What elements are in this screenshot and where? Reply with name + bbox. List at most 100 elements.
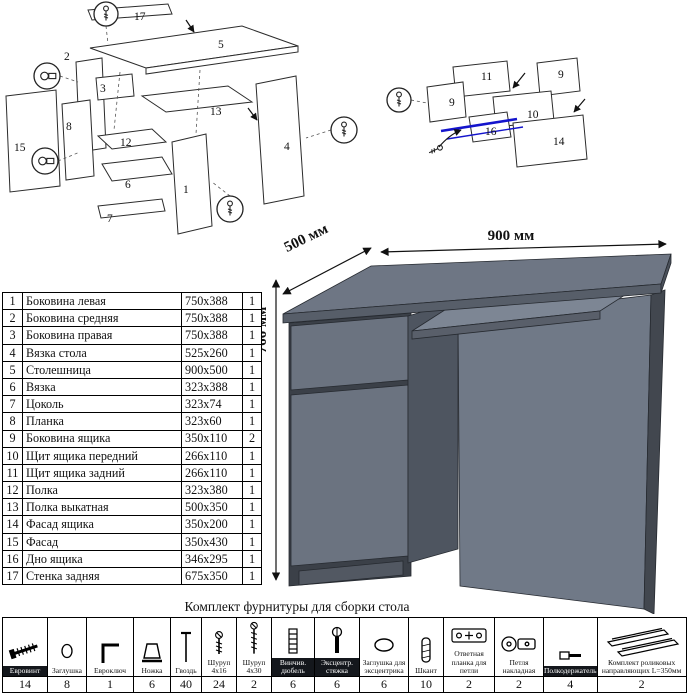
hardware-item-label: Евроключ: [93, 665, 127, 675]
hardware-item-qty: 14: [2, 676, 48, 693]
hardware-item: Эксцентр. стяжка: [314, 617, 360, 677]
hardware-item-qty: 1: [86, 676, 134, 693]
part-number: 2: [2, 309, 23, 328]
hardware-item: Евровинт: [2, 617, 48, 677]
hardware-item-label: Евровинт: [3, 665, 47, 676]
hardware-item-qty: 2: [494, 676, 544, 693]
part-qty: 1: [242, 326, 262, 345]
cam-cover-icon: [374, 637, 394, 652]
part-size: 350x110: [181, 429, 243, 448]
part-14-drawer-facade: [512, 114, 588, 168]
dim-width-label: 900 мм: [488, 228, 535, 244]
desk-tabletop-right-edge: [660, 253, 672, 294]
part-size: 900x500: [181, 360, 243, 379]
nail-icon: [181, 631, 191, 662]
leg-icon: [142, 643, 162, 662]
part-qty: 1: [242, 515, 262, 534]
part-size: 266x110: [181, 446, 243, 465]
part-number: 3: [2, 326, 23, 345]
screw-detail-icon: [427, 143, 444, 156]
part-name: Цоколь: [22, 395, 182, 414]
part-13-sliding-shelf: [140, 85, 254, 113]
part-size: 350x200: [181, 515, 243, 534]
hardware-item-qty: 40: [170, 676, 202, 693]
part-qty: 1: [242, 343, 262, 362]
hardware-qty-row: 14 8 1 6 40 24 2 6 6 6 10 2 2 4 2: [2, 676, 687, 693]
hardware-item-label: Ответная планка для петли: [451, 649, 487, 675]
part-number: 4: [2, 343, 23, 362]
part-name: Вязка стола: [22, 343, 182, 362]
drive-in-dowel-icon: [288, 627, 298, 654]
dim-depth-label: 500 мм: [282, 222, 331, 256]
part-8-strip: [61, 99, 95, 181]
hardware-item-label: Шуруп 4x16: [207, 657, 231, 675]
part-number: 13: [2, 498, 23, 517]
hardware-item-qty: 6: [271, 676, 315, 693]
hardware-item-qty: 2: [236, 676, 272, 693]
exploded-diagram-desk: [5, 1, 358, 235]
roller-guide-highlight: [446, 126, 524, 140]
hardware-item-label: Заглушка: [52, 665, 82, 675]
desk-door-front: [290, 384, 409, 567]
part-size: 323x380: [181, 481, 243, 500]
desk-illustration: 900 мм 500 мм 766 мм: [254, 222, 672, 614]
dim-depth-arrow: [282, 247, 372, 295]
hardware-item-label: Петля накладная: [502, 657, 536, 675]
hardware-item-qty: 4: [543, 676, 598, 693]
hardware-item-qty: 6: [133, 676, 171, 693]
part-name: Фасад: [22, 532, 182, 551]
hardware-item-label: Эксцентр. стяжка: [315, 657, 359, 676]
screw-4x16-icon: [215, 630, 223, 654]
desk-pedestal-side: [407, 300, 459, 564]
part-name: Щит ящика задний: [22, 463, 182, 483]
hardware-item-qty: 2: [443, 676, 495, 693]
part-name: Боковина средняя: [22, 309, 182, 328]
cam-bolt-icon: [331, 626, 343, 653]
hardware-item-qty: 10: [408, 676, 444, 693]
hardware-item: Евроключ: [86, 617, 134, 677]
wood-dowel-icon: [421, 637, 431, 663]
roller-guides-icon: [606, 627, 679, 657]
part-name: Боковина ящика: [22, 429, 182, 448]
hardware-item: Винчив. дюбель: [271, 617, 315, 677]
part-12-shelf: [96, 128, 168, 150]
part-qty: 1: [242, 566, 262, 586]
roller-guide-highlight: [440, 117, 518, 133]
detail-callout-circle: [31, 147, 59, 175]
desk-plinth: [298, 560, 404, 586]
hardware-item-label: Винчив. дюбель: [272, 657, 314, 676]
part-number: 10: [2, 446, 23, 465]
part-number: 5: [2, 360, 23, 379]
hardware-item: Шуруп 4x16: [201, 617, 237, 677]
part-size: 323x60: [181, 412, 243, 431]
part-qty: 1: [242, 395, 262, 414]
hinge-icon: [501, 635, 536, 652]
hardware-item: Комплект роликовых направляющих L=350мм: [596, 617, 687, 677]
part-number: 16: [2, 549, 23, 569]
part-qty: 1: [242, 481, 262, 500]
part-7-plinth: [97, 198, 166, 219]
hardware-item-qty: 6: [314, 676, 360, 693]
part-number: 9: [2, 429, 23, 448]
cap-icon: [61, 643, 73, 658]
part-size: 323x388: [181, 377, 243, 397]
part-name: Фасад ящика: [22, 515, 182, 534]
hardware-item-qty: 8: [47, 676, 87, 693]
part-qty: 1: [242, 360, 262, 379]
exploded-diagram-drawer: [386, 57, 588, 168]
part-qty: 1: [242, 377, 262, 397]
hardware-item: Полкодержатель: [543, 617, 598, 677]
hardware-kit-table: Евровинт Заглушка Евроключ Ножка Гвоздь …: [2, 617, 687, 693]
dim-width-arrow: [380, 240, 667, 256]
part-size: 323x74: [181, 395, 243, 414]
